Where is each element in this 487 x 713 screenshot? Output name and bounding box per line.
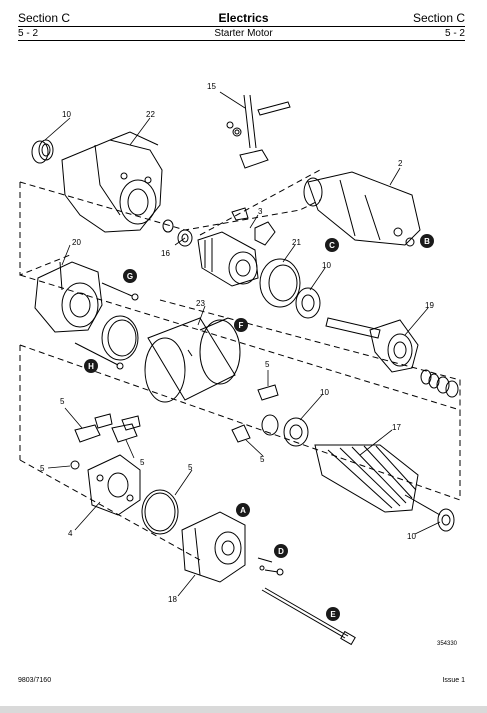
svg-text:E: E [330,610,336,619]
callout-18: 18 [168,595,177,604]
document-number: 9803/7160 [18,677,52,684]
page-header: Section C Electrics Section C 5 - 2 Star… [0,9,487,43]
part-15-shift-lever [226,94,291,169]
part-10-bearing-a [295,287,321,319]
part-screw-d2 [264,568,284,576]
assembly-guide-lines [19,169,461,561]
part-5-spring [70,460,80,470]
callout-5-right-top: 5 [265,360,270,369]
part-through-bolt-g [101,282,139,301]
callout-21: 21 [292,238,301,247]
part-10-bearing-c [437,508,455,532]
callout-labels: 10 22 15 2 3 21 16 10 20 23 19 5 10 17 5… [40,82,434,604]
part-5-brush-right [231,384,279,443]
callout-3: 3 [258,207,263,216]
part-4-brush-plate [87,454,141,516]
callout-20: 20 [72,238,81,247]
callout-5-right-bottom: 5 [260,455,265,464]
callout-5-left: 5 [40,464,45,473]
callout-2: 2 [398,159,403,168]
letter-markers: A B C D E F G H [84,234,434,621]
callout-10-top: 10 [62,110,71,119]
marker-g: G [123,269,137,283]
marker-c: C [325,238,339,252]
part-20-end-cover [34,261,103,333]
issue-label: Issue 1 [442,677,465,684]
marker-h: H [84,359,98,373]
bottom-bar [0,706,487,713]
section-label-right: Section C [412,11,465,25]
callout-10-bottom: 10 [407,532,416,541]
svg-text:D: D [278,547,284,556]
part-10-bush [31,139,54,164]
figure-number: 354330 [437,641,458,647]
page-number-right: 5 - 2 [444,28,465,39]
leader-lines [44,91,441,597]
callout-10-mid: 10 [322,261,331,270]
part-o-ring [101,315,139,361]
svg-text:A: A [240,506,246,515]
svg-text:F: F [239,321,244,330]
section-label-left: Section C [18,11,71,25]
part-2-solenoid [303,171,421,247]
part-circlip [162,219,174,233]
part-23-yoke [144,317,241,403]
part-3-plunger [254,221,276,246]
callout-5-ring: 5 [188,463,193,472]
part-16-washer [177,229,193,247]
svg-text:G: G [127,272,133,281]
part-22-drive-end-housing [61,131,163,233]
callout-5-left-mid: 5 [140,458,145,467]
part-washers-stack [420,369,459,398]
part-10-bearing-b [261,414,309,447]
marker-f: F [234,318,248,332]
marker-a: A [236,503,250,517]
part-21-ring [259,258,301,308]
marker-d: D [274,544,288,558]
part-small-screw-d [257,557,273,571]
part-19-clutch-shaft [325,317,419,373]
callout-23: 23 [196,299,205,308]
marker-e: E [326,607,340,621]
page-number-left: 5 - 2 [18,28,39,39]
callout-4: 4 [68,529,73,538]
part-18-end-bracket [181,511,246,583]
starter-motor-exploded-diagram: 10 22 15 2 3 21 16 10 20 23 19 5 10 17 5… [19,82,461,647]
page-title: Electrics [218,11,269,25]
svg-text:H: H [88,362,94,371]
marker-b: B [420,234,434,248]
callout-5-left-top: 5 [60,397,65,406]
part-5-seal-ring [141,489,179,535]
page-subtitle: Starter Motor [214,28,273,39]
callout-19: 19 [425,301,434,310]
part-17-armature [314,444,441,516]
header-rule-bottom [18,40,465,41]
callout-10-lower: 10 [320,388,329,397]
callout-16: 16 [161,249,170,258]
callout-22: 22 [146,110,155,119]
part-key-small [231,207,249,221]
svg-text:B: B [424,237,430,246]
part-5-brush-holders-left [74,413,141,443]
header-rule-top [18,26,465,27]
callout-15: 15 [207,82,216,91]
part-through-bolt-e [261,587,356,646]
svg-text:C: C [329,241,335,250]
callout-17: 17 [392,423,401,432]
part-through-bolt-h [74,342,124,370]
part-pinion-drive [197,231,259,287]
